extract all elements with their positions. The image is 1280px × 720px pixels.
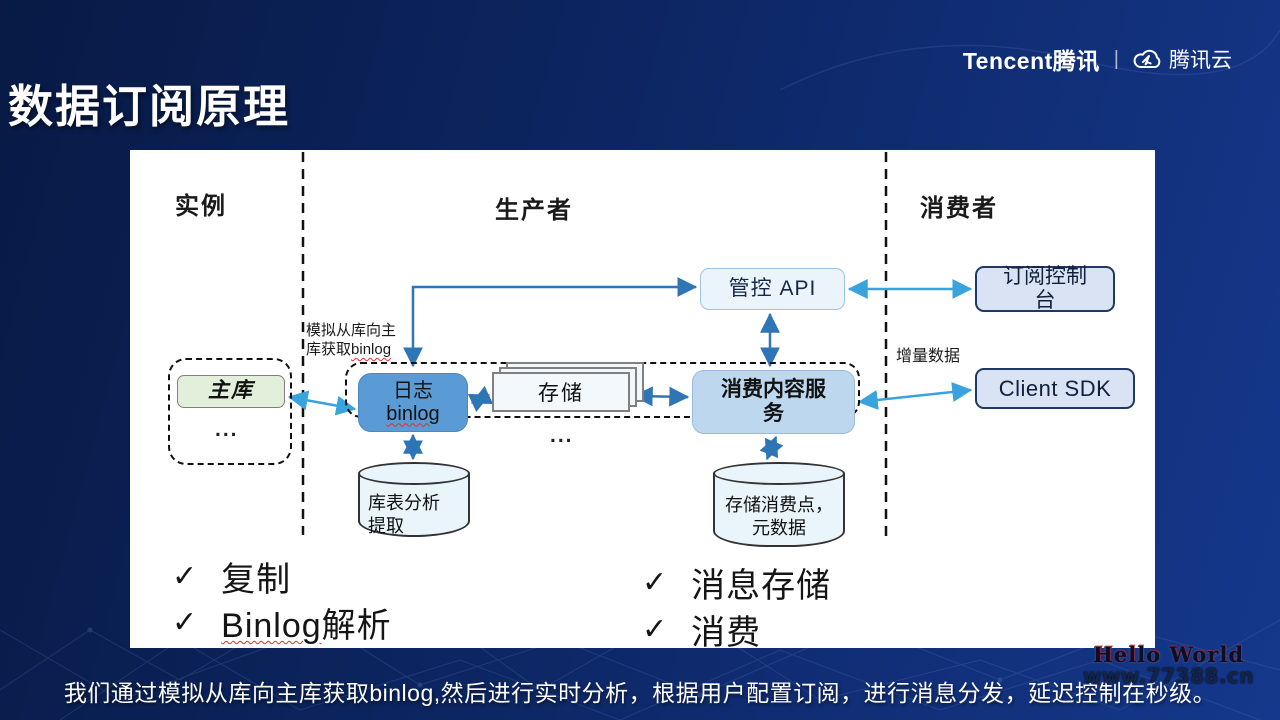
diagram-panel: 实例 生产者 消费者 主库 ... 日志 binlog 存储 ... 消费内容服… [130,150,1155,652]
table-analysis-line1: 库表分析 [368,493,440,513]
checklist-item-binlog-parse: ✓ Binlog解析 [172,606,392,645]
tencent-logo-text: Tencent腾讯 [962,48,1100,74]
node-master-db: 主库 [177,375,285,408]
node-storage-stack: 存储 [492,362,644,412]
diagram-connectors [287,152,973,543]
watermark: Hello World www.77388.cn [1082,642,1254,689]
checklist-item-message-storage: ✓ 消息存储 [642,566,832,605]
consume-service-label: 消费内容服务 [721,377,826,425]
arrow-binlog-api [403,277,698,368]
node-subscribe-console: 订阅控制台 [975,264,1115,312]
cylinder-top [358,462,470,485]
arrow-service-sdk [857,382,973,410]
wave-decoration [780,29,1280,91]
consume-point-line2: 元数据 [752,517,806,538]
subscribe-console-label: 订阅控制台 [1003,264,1087,312]
storage-ellipsis: ... [550,424,574,447]
node-client-sdk: Client SDK [975,368,1135,409]
check-icon: ✓ [172,606,198,639]
check-icon: ✓ [642,566,668,599]
checklist-item-replicate: ✓ 复制 [172,560,292,599]
check-icon: ✓ [172,560,198,593]
arrow-master-binlog [287,390,357,416]
section-header-instance: 实例 [175,193,227,220]
incremental-data-label: 增量数据 [896,348,961,365]
node-control-api: 管控 API [700,268,845,310]
node-binlog: 日志 binlog [358,373,468,432]
page-title: 数据订阅原理 [8,81,291,132]
section-header-consumer: 消费者 [920,195,998,222]
instance-group-box [168,358,292,465]
check-icon: ✓ [642,613,668,646]
cylinder-body [713,473,845,547]
table-analysis-line2: 提取 [368,515,404,536]
binlog-label-line2: binlog [386,402,440,425]
watermark-hello-world: Hello World [1092,642,1245,667]
section-header-producer: 生产者 [495,197,573,224]
instance-ellipsis: ... [215,418,239,441]
arrow-binlog-storage [467,385,494,413]
simulate-binlog-label: 模拟从库向主 库获取binlog [306,322,397,358]
brand-divider: | [1113,47,1119,70]
brand-bar: Tencent腾讯 | 腾讯云 [963,42,1232,76]
checklist-item-consume: ✓ 消费 [642,613,762,652]
arrow-service-cylinder [759,435,784,461]
storage-sheet-front: 存储 [492,372,630,412]
cloud-icon [1133,49,1161,69]
binlog-label-line1: 日志 [393,379,433,402]
consume-point-line1: 存储消费点， [725,495,833,515]
node-consume-point-cylinder: 存储消费点， 元数据 [713,462,845,547]
node-table-analysis-cylinder: 库表分析 提取 [358,462,470,537]
slide-caption: 我们通过模拟从库向主库获取binlog,然后进行实时分析，根据用户配置订阅，进行… [63,680,1217,706]
tencent-cloud-text: 腾讯云 [1169,49,1232,72]
cylinder-top [713,462,845,485]
storage-label: 存储 [538,382,584,405]
node-consume-service: 消费内容服务 [692,370,855,434]
watermark-url: www.77388.cn [1082,664,1254,689]
